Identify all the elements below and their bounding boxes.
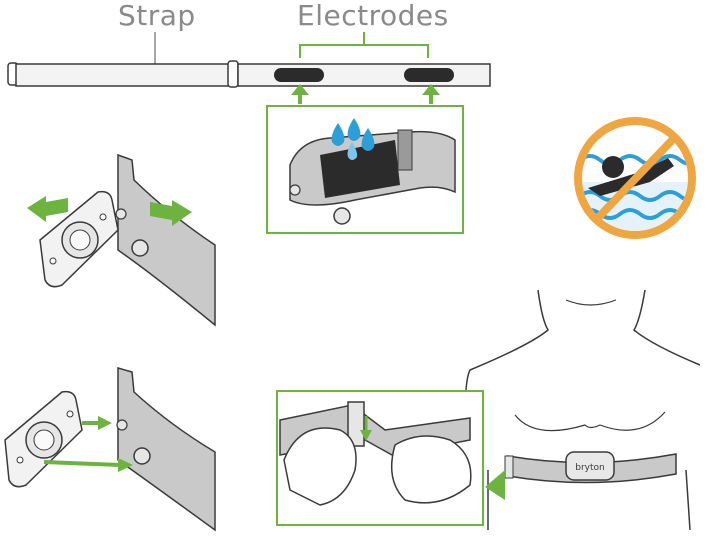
module-socket: [50, 258, 56, 264]
snap-stud: [117, 420, 127, 430]
arrow-icon: [422, 84, 440, 104]
detach-strap: [118, 155, 215, 325]
arrow-icon: [291, 84, 309, 104]
electrode-pad-left: [274, 68, 324, 82]
worn-buckle: [505, 456, 513, 478]
module-cap-inner: [34, 430, 54, 450]
chest-line: [515, 412, 665, 431]
module-socket: [100, 214, 106, 220]
wet-electrodes-inset: [267, 106, 463, 233]
inset-strap-loop: [398, 130, 412, 170]
module-socket: [17, 457, 23, 463]
module-cap-inner: [70, 230, 90, 250]
attach-module-step: [5, 368, 215, 530]
right-hand: [392, 436, 471, 503]
snap-stud: [132, 240, 148, 256]
strap-buckle: [228, 61, 238, 87]
torso-outline-right: [634, 290, 700, 365]
arrow-icon: [27, 196, 68, 222]
arrow-icon: [82, 416, 112, 430]
no-swimming-icon: [578, 121, 700, 242]
snap-stud: [134, 448, 150, 464]
electrodes-bracket: [300, 45, 428, 58]
arrow-icon: [44, 458, 133, 472]
strap-elastic: [16, 64, 232, 86]
brand-logo-text: bryton: [575, 463, 604, 473]
attach-strap: [118, 368, 215, 530]
electrode-pad-right: [404, 68, 454, 82]
collarbone: [566, 300, 616, 305]
torso-wearing-strap: bryton: [465, 290, 700, 530]
fastening-inset: [277, 391, 483, 525]
snap-stud: [116, 209, 126, 219]
inset-snap-stud: [334, 208, 350, 224]
full-strap: [8, 32, 490, 104]
inset-snap-stud: [290, 185, 300, 195]
detach-module-step: [27, 155, 215, 325]
module-socket: [67, 411, 73, 417]
